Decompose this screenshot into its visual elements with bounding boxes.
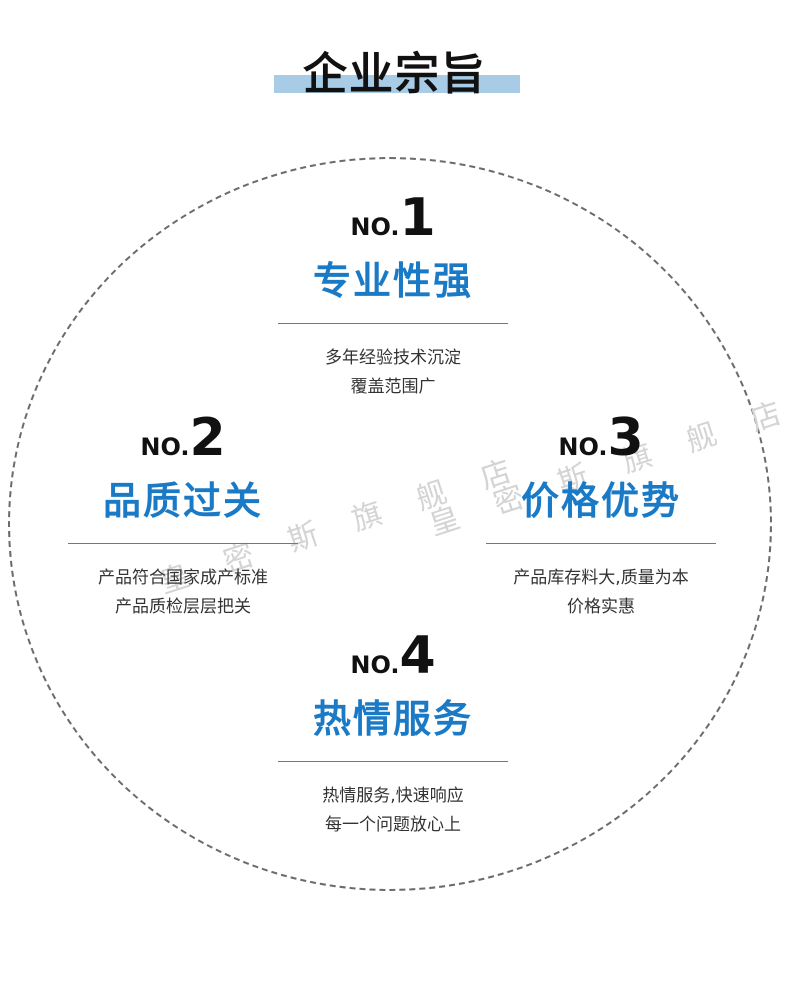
item-1-number: NO.1 bbox=[350, 188, 436, 248]
item-2-heading: 品质过关 bbox=[102, 479, 263, 523]
item-2-number: NO.2 bbox=[140, 408, 226, 468]
dashed-circle bbox=[8, 157, 772, 891]
item-3-line-2: 价格实惠 bbox=[567, 597, 635, 617]
item-1-line-1: 多年经验技术沉淀 bbox=[325, 348, 461, 368]
item-4-heading: 热情服务 bbox=[312, 697, 473, 741]
item-2-divider bbox=[68, 543, 298, 544]
item-4-divider bbox=[278, 761, 508, 762]
item-3: NO.3 价格优势 产品库存料大,质量为本 价格实惠 bbox=[486, 410, 716, 622]
item-3-number: NO.3 bbox=[558, 408, 644, 468]
item-4-number: NO.4 bbox=[350, 626, 436, 686]
item-1-line-2: 覆盖范围广 bbox=[350, 377, 436, 397]
item-3-divider bbox=[486, 543, 716, 544]
item-4-line-1: 热情服务,快速响应 bbox=[322, 786, 464, 806]
page-title: 企业宗旨 bbox=[303, 49, 487, 100]
item-3-heading: 价格优势 bbox=[520, 479, 681, 523]
item-3-line-1: 产品库存料大,质量为本 bbox=[513, 568, 689, 588]
item-1: NO.1 专业性强 多年经验技术沉淀 覆盖范围广 bbox=[278, 190, 508, 402]
item-1-heading: 专业性强 bbox=[312, 259, 473, 303]
item-1-divider bbox=[278, 323, 508, 324]
item-4-line-2: 每一个问题放心上 bbox=[325, 815, 461, 835]
title-underline-bar bbox=[274, 75, 520, 93]
item-2: NO.2 品质过关 产品符合国家成产标准 产品质检层层把关 bbox=[68, 410, 298, 622]
item-2-line-2: 产品质检层层把关 bbox=[115, 597, 251, 617]
item-2-line-1: 产品符合国家成产标准 bbox=[98, 568, 268, 588]
item-4: NO.4 热情服务 热情服务,快速响应 每一个问题放心上 bbox=[278, 628, 508, 840]
title-section: 企业宗旨 bbox=[0, 38, 790, 100]
